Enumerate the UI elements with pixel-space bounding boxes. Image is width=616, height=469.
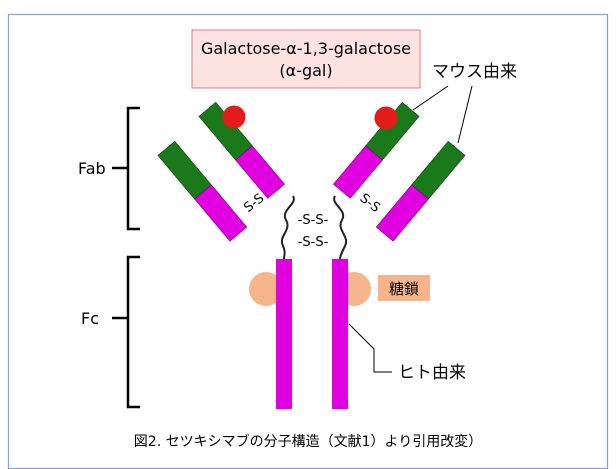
fab-bracket bbox=[126, 106, 140, 231]
human-leader bbox=[348, 323, 392, 373]
fc-chain-right bbox=[332, 259, 348, 409]
fc-bracket bbox=[126, 255, 140, 409]
left-light-chain bbox=[157, 140, 248, 242]
right-arm-disulfide: S-S bbox=[357, 191, 383, 216]
alpha-gal-dot-left bbox=[222, 105, 246, 129]
fab-label: Fab bbox=[78, 159, 106, 178]
mouse-leader-1 bbox=[412, 85, 449, 111]
mouse-origin-label: マウス由来 bbox=[432, 62, 517, 82]
alpha-gal-label-box bbox=[191, 29, 421, 89]
hinge-right bbox=[333, 195, 348, 260]
right-light-chain bbox=[375, 140, 466, 242]
human-origin-label: ヒト由来 bbox=[398, 363, 466, 383]
left-arm-disulfide: S-S bbox=[241, 191, 267, 216]
alpha-gal-label-line1: Galactose-α-1,3-galactose bbox=[201, 39, 411, 58]
fc-chain-left bbox=[276, 259, 292, 409]
right-heavy-chain bbox=[333, 101, 420, 199]
alpha-gal-label-line2: (α-gal) bbox=[279, 61, 332, 80]
hinge-disulfide-bottom: -S-S- bbox=[298, 235, 329, 250]
mouse-leader-2 bbox=[457, 85, 473, 144]
hinge-left bbox=[280, 195, 295, 260]
hinge-disulfide-top: -S-S- bbox=[298, 213, 329, 228]
glycan-label: 糖鎖 bbox=[389, 280, 419, 298]
fc-label: Fc bbox=[81, 309, 99, 328]
alpha-gal-dot-right bbox=[374, 106, 398, 130]
glycan-left bbox=[249, 272, 283, 306]
glycan-label-box bbox=[378, 275, 430, 301]
figure-caption: 図2. セツキシマブの分子構造（文献1）より引用改変） bbox=[134, 433, 482, 450]
